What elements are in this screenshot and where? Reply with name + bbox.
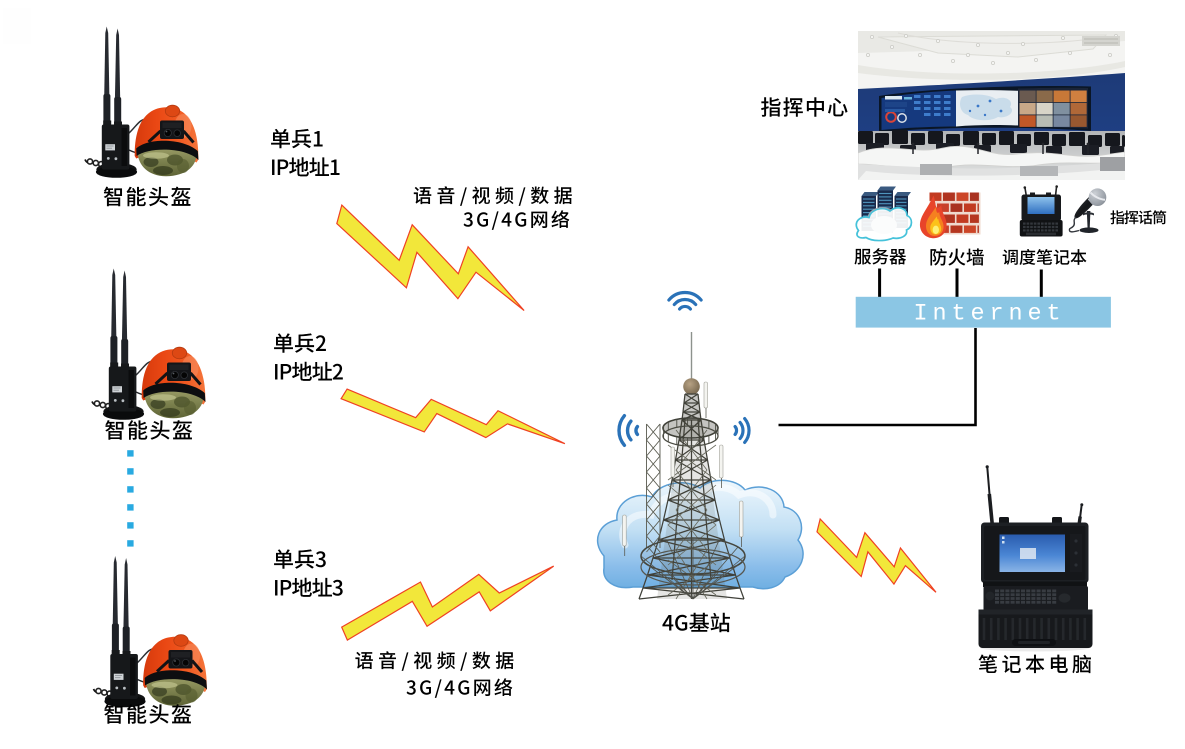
svg-text:Internet: Internet	[914, 301, 1066, 328]
